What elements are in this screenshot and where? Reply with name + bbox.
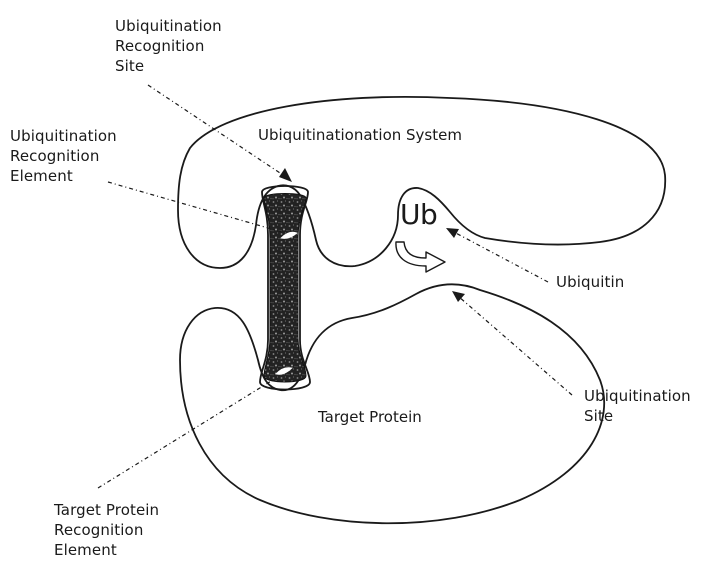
callout-line: Site — [115, 56, 222, 76]
callout-line: Recognition — [54, 520, 159, 540]
ubiquitin-arrowhead — [446, 228, 459, 238]
callout-line: Element — [10, 166, 117, 186]
target-recognition-element-leader — [98, 378, 276, 488]
ub-label: Ub — [400, 200, 437, 230]
callout-line: Element — [54, 540, 159, 560]
target-protein-label: Target Protein — [318, 408, 422, 426]
callout-ubiquitin: Ubiquitin — [556, 272, 624, 292]
callout-line: Site — [584, 406, 691, 426]
callout-target-recognition-element: Target Protein Recognition Element — [54, 500, 159, 560]
callout-line: Target Protein — [54, 500, 159, 520]
ubiquitination-system-label: Ubiquitinationation System — [258, 126, 462, 144]
ubiquitination-system-shape — [178, 97, 665, 268]
callout-line: Ubiquitination — [584, 386, 691, 406]
callout-line: Recognition — [115, 36, 222, 56]
ubiquitination-site-leader — [458, 296, 572, 395]
transfer-arrow-icon — [396, 242, 445, 272]
ubiquitin-leader — [452, 231, 548, 282]
callout-line: Ubiquitination — [10, 126, 117, 146]
target-protein-shape — [180, 284, 604, 523]
callout-line: Recognition — [10, 146, 117, 166]
callout-recognition-element: Ubiquitination Recognition Element — [10, 126, 117, 186]
callout-recognition-site: Ubiquitination Recognition Site — [115, 16, 222, 76]
callout-line: Ubiquitin — [556, 272, 624, 292]
callout-line: Ubiquitination — [115, 16, 222, 36]
recognition-site-arrowhead — [279, 168, 292, 182]
callout-ubiquitination-site: Ubiquitination Site — [584, 386, 691, 426]
